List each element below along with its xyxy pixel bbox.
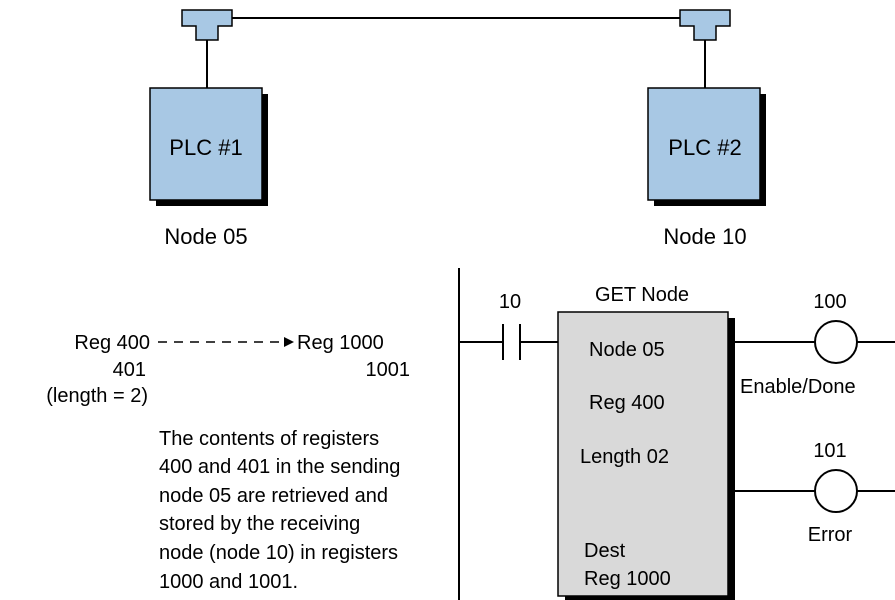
get-node-block: Node 05 Reg 400 Length 02 Dest Reg 1000 (557, 311, 735, 600)
plc-2-label: PLC #2 (668, 135, 741, 160)
source-register-label: Reg 400 (74, 332, 150, 354)
length-label: (length = 2) (46, 385, 148, 407)
block-reg-line: Reg 400 (589, 392, 665, 414)
transfer-arrow-head (284, 337, 294, 347)
description-line: The contents of registers (159, 428, 379, 450)
coil-1-address: 100 (813, 291, 846, 313)
description-line: node 05 are retrieved and (159, 485, 388, 507)
plc-2-box: PLC #2 (647, 87, 766, 206)
description-line: node (node 10) in registers (159, 542, 398, 564)
coil-2-address: 101 (813, 440, 846, 462)
plc-1-label: PLC #1 (169, 135, 242, 160)
contact-label: 10 (499, 291, 521, 313)
description-text: The contents of registers 400 and 401 in… (159, 428, 400, 593)
coil-1-label: Enable/Done (740, 376, 856, 398)
get-block-title: GET Node (595, 284, 689, 306)
description-line: 400 and 401 in the sending (159, 456, 400, 478)
description-line: stored by the receiving (159, 513, 360, 535)
plc-1-node-label: Node 05 (164, 224, 247, 249)
destination-register-2-label: 1001 (366, 359, 411, 381)
plc-1-box: PLC #1 (149, 87, 268, 206)
destination-register-label: Reg 1000 (297, 332, 384, 354)
block-length-line: Length 02 (580, 446, 669, 468)
block-dest-reg-line: Reg 1000 (584, 568, 671, 590)
tap-connector-2 (679, 9, 731, 88)
coil-101 (814, 469, 858, 513)
source-register-2-label: 401 (113, 359, 146, 381)
tap-connector-1 (181, 9, 233, 88)
block-dest-line: Dest (584, 540, 626, 562)
coil-100 (814, 320, 858, 364)
description-line: 1000 and 1001. (159, 571, 298, 593)
contact-10 (502, 324, 521, 360)
plc-2-node-label: Node 10 (663, 224, 746, 249)
coil-2-label: Error (808, 524, 853, 546)
block-node-line: Node 05 (589, 339, 665, 361)
